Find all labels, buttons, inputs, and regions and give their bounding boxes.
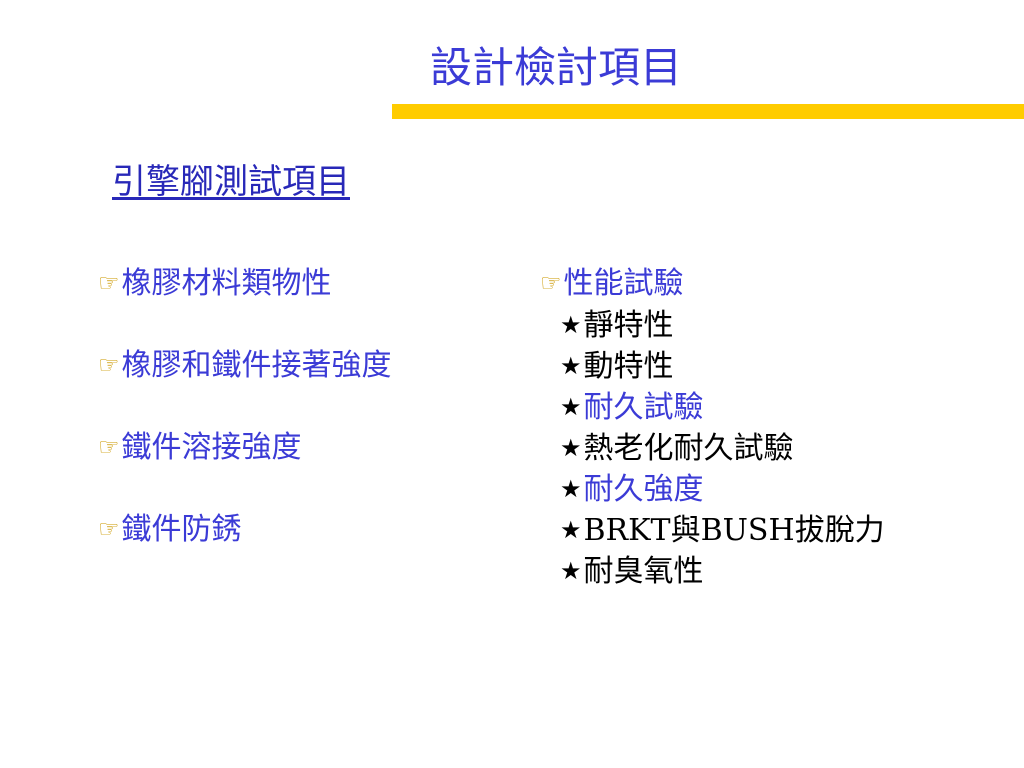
pointing-hand-icon: ☞ [540, 269, 562, 297]
star-icon: ★ [560, 352, 582, 380]
sub-list-item: ★耐臭氧性 [560, 551, 885, 592]
star-icon: ★ [560, 393, 582, 421]
list-item: ☞橡膠和鐵件接著強度 [98, 344, 392, 426]
sub-list-item: ★BRKT與BUSH拔脫力 [560, 510, 885, 551]
sub-list-item: ★耐久強度 [560, 469, 885, 510]
left-bullet-list: ☞橡膠材料類物性 ☞橡膠和鐵件接著強度 ☞鐵件溶接強度 ☞鐵件防銹 [98, 262, 392, 590]
list-item: ☞橡膠材料類物性 [98, 262, 392, 344]
sub-list-item: ★熱老化耐久試驗 [560, 428, 885, 469]
sub-list-item: ★動特性 [560, 346, 885, 387]
list-item-label: 鐵件溶接強度 [121, 430, 302, 465]
sub-item-label: 耐久試驗 [583, 390, 704, 425]
pointing-hand-icon: ☞ [98, 515, 120, 543]
sub-item-label: BRKT與BUSH拔脫力 [583, 513, 885, 548]
sub-list-item: ★耐久試驗 [560, 387, 885, 428]
list-item: ☞鐵件防銹 [98, 508, 392, 590]
sub-item-label: 熱老化耐久試驗 [583, 431, 794, 466]
star-icon: ★ [560, 475, 582, 503]
sub-list-item: ★靜特性 [560, 305, 885, 346]
pointing-hand-icon: ☞ [98, 351, 120, 379]
performance-test-heading: ☞性能試驗 [540, 262, 885, 305]
pointing-hand-icon: ☞ [98, 433, 120, 461]
list-item-label: 橡膠材料類物性 [121, 266, 332, 301]
sub-item-label: 耐久強度 [583, 472, 704, 507]
right-bullet-list: ☞性能試驗 ★靜特性 ★動特性 ★耐久試驗 ★熱老化耐久試驗 ★耐久強度 ★BR… [540, 262, 885, 592]
sub-item-label: 靜特性 [583, 308, 674, 343]
list-item-label: 橡膠和鐵件接著強度 [121, 348, 392, 383]
list-item: ☞鐵件溶接強度 [98, 426, 392, 508]
slide-title: 設計檢討項目 [430, 43, 683, 92]
heading-label: 性能試驗 [563, 266, 684, 301]
star-icon: ★ [560, 311, 582, 339]
list-item-label: 鐵件防銹 [121, 512, 242, 547]
star-icon: ★ [560, 557, 582, 585]
sub-item-label: 耐臭氧性 [583, 554, 704, 589]
star-icon: ★ [560, 434, 582, 462]
sub-item-label: 動特性 [583, 349, 674, 384]
title-accent-bar [392, 104, 1024, 119]
star-icon: ★ [560, 516, 582, 544]
pointing-hand-icon: ☞ [98, 269, 120, 297]
section-subtitle: 引擎腳測試項目 [112, 162, 350, 202]
